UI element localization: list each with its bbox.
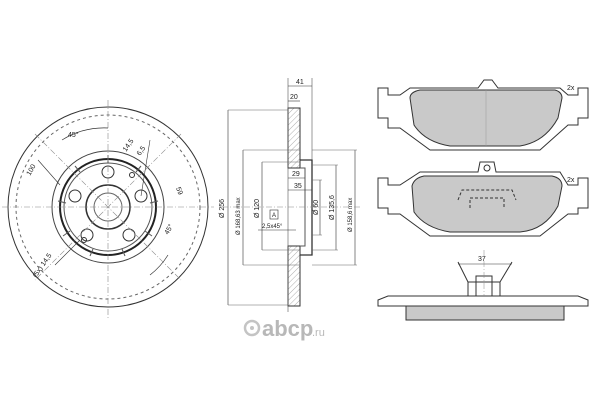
watermark-brand: abcp [262, 316, 313, 341]
disc-section-view [222, 78, 362, 312]
holes-note-label: (5x) 14,5 [32, 252, 54, 279]
width-hub-label: 20 [290, 94, 298, 101]
bolt-hole [80, 228, 94, 242]
ref-mark-label: A [272, 213, 276, 219]
section-hat-profile [300, 159, 313, 256]
leader-bolt [140, 139, 151, 197]
angle-arc-top [61, 127, 109, 141]
bolt-hole [122, 228, 136, 242]
angle-top-label: 45° [68, 131, 79, 139]
step-29-label: 29 [292, 171, 300, 178]
step-35-label: 35 [294, 183, 302, 190]
max-dia-label: Ø 168,63 max [236, 197, 242, 235]
section-leaders [228, 109, 357, 306]
watermark: abcp .ru [243, 316, 325, 341]
pcd-label: 100 [26, 163, 38, 177]
angle-side-label: 45° [163, 223, 175, 236]
side-dim-label: 59 [174, 186, 183, 196]
pad-top-qty: 2x [567, 85, 575, 92]
pad-bottom-friction [411, 175, 563, 233]
center-lines [2, 100, 214, 318]
pad-clip [457, 261, 513, 296]
pad-bottom [377, 161, 589, 237]
section-ring-top [287, 107, 301, 169]
watermark-tld: .ru [312, 327, 325, 339]
leader-pcd [37, 159, 61, 186]
ref-box [269, 209, 279, 220]
chamfer-label: 2,5x45° [262, 224, 283, 230]
watermark-logo-icon [243, 319, 261, 337]
inner-label: Ø 135,6 [329, 195, 336, 220]
max-dia-right-label: Ø 158,6 max [348, 198, 354, 232]
bolt-hole [68, 189, 82, 203]
watermark-logo-dot [250, 326, 254, 330]
section-ring-bottom [287, 245, 301, 307]
pad-top [377, 79, 589, 151]
pad-bottom-wear-sensor-hole [483, 164, 491, 172]
bolt-hole [134, 189, 148, 203]
angle-arc-right [149, 254, 169, 276]
width-total-label: 41 [296, 79, 304, 86]
bolt-dia-label: 14,5 [122, 138, 136, 153]
clip-width-label: 37 [478, 256, 486, 263]
locating-hole [81, 237, 87, 243]
leader-holes [54, 239, 81, 266]
overall-dia-label: Ø 256 [219, 199, 226, 218]
pad-side-backing [377, 295, 589, 307]
disc-front-view [2, 100, 214, 318]
small-hole-label: 6,5 [136, 145, 147, 157]
pad-bottom-spring-clip [457, 189, 517, 208]
locating-hole [129, 172, 135, 178]
pad-side-friction [405, 305, 565, 321]
pad-bottom-qty: 2x [567, 177, 575, 184]
pad-side-view [377, 250, 589, 321]
pilot-label: Ø 60 [313, 200, 320, 215]
bore-label: Ø 120 [254, 199, 261, 218]
